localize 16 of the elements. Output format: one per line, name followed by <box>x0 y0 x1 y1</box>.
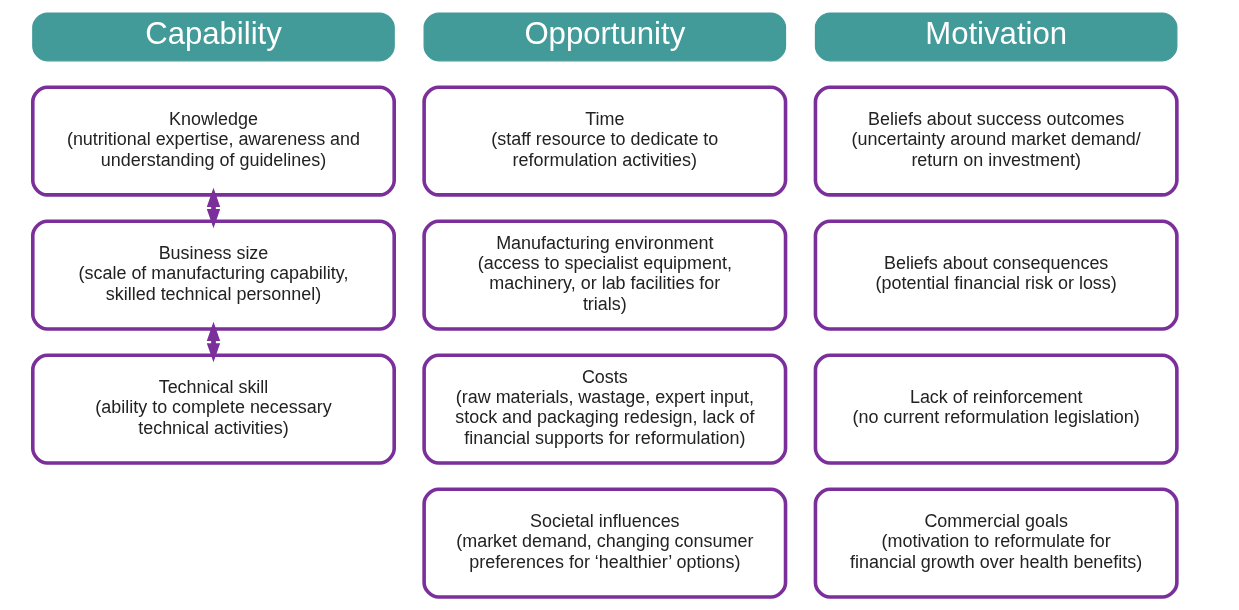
node-box: Technical skill (ability to complete necessary technical activities) <box>30 353 396 465</box>
node-box: Costs (raw materials, wastage, expert input, stock and packaging redesign, lack of financial supports for reformulation) <box>421 353 787 465</box>
node-box: Time (staff resource to dedicate to reformulation activities) <box>421 85 787 197</box>
arrow <box>206 187 220 229</box>
node-box: Beliefs about success outcomes (uncertainty around market demand/ return on investment) <box>813 85 1179 197</box>
node-box: Capability <box>31 12 395 62</box>
node-box: Commercial goals (motivation to reformulate for financial growth over health benefits) <box>813 487 1179 599</box>
node-box: Manufacturing environment (access to specialist equipment, machinery, or lab facilities for trials) <box>421 219 787 331</box>
node-box: Knowledge (nutritional expertise, awareness and understanding of guidelines) <box>30 85 396 197</box>
arrow <box>206 321 220 363</box>
node-box: Societal influences (market demand, changing consumer preferences for ‘healthier’ options) <box>421 487 787 599</box>
node-box: Lack of reinforcement (no current reformulation legislation) <box>813 353 1179 465</box>
node-box: Business size (scale of manufacturing capability, skilled technical personnel) <box>30 219 396 331</box>
node-box: Beliefs about consequences (potential financial risk or loss) <box>813 219 1179 331</box>
node-box: Opportunity <box>423 12 786 62</box>
node-box: Motivation <box>814 12 1177 62</box>
